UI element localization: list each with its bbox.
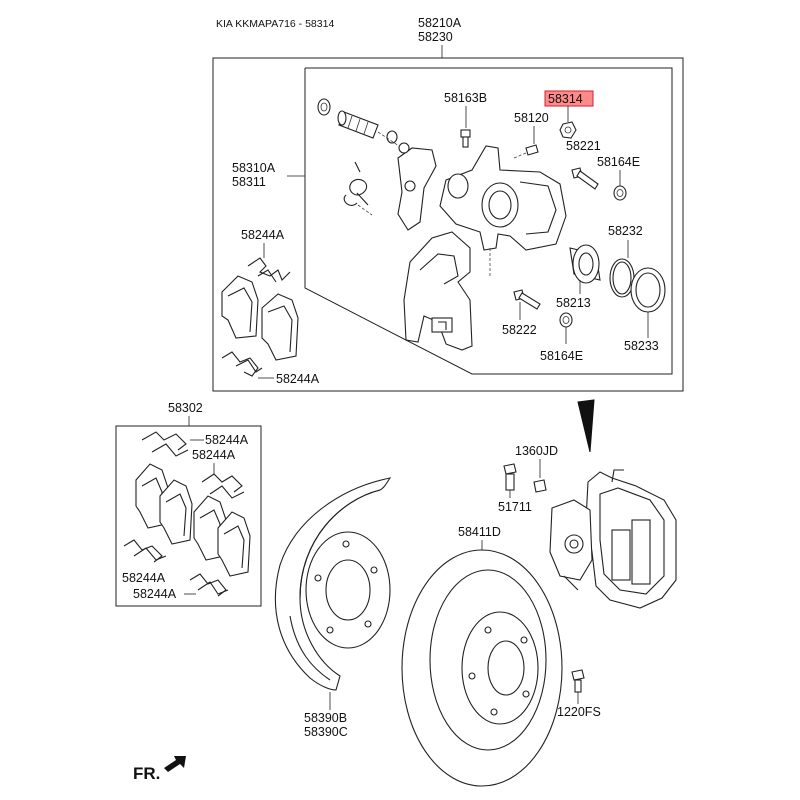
piston-seal-part[interactable] bbox=[609, 258, 635, 298]
label-mount-bolt[interactable]: 51711 bbox=[498, 500, 532, 514]
caliper-carrier-part[interactable] bbox=[403, 231, 473, 351]
caliper-housing-part[interactable] bbox=[439, 145, 567, 251]
guide-bolt-part[interactable] bbox=[460, 129, 471, 148]
assembly-pointer-arrow bbox=[577, 399, 595, 453]
assembled-caliper-part[interactable] bbox=[549, 469, 677, 609]
bleeder-screw-part[interactable] bbox=[513, 144, 539, 159]
front-arrow-icon bbox=[164, 756, 186, 772]
boot-lower-part[interactable] bbox=[559, 312, 573, 328]
label-mount-bolt-nut[interactable]: 1360JD bbox=[515, 444, 558, 458]
disc-screw-part[interactable] bbox=[571, 669, 585, 693]
label-dust-boot[interactable]: 58233 bbox=[624, 339, 659, 353]
guide-cap-part[interactable] bbox=[317, 98, 331, 116]
label-boot-lower[interactable]: 58164E bbox=[540, 349, 583, 363]
kit-clip-4-part[interactable] bbox=[189, 573, 229, 597]
caliper-body-frame bbox=[304, 67, 673, 375]
label-pad-clip-lower[interactable]: 58244A bbox=[276, 372, 320, 386]
kit-clip-2-part[interactable] bbox=[201, 473, 245, 499]
piston-part[interactable] bbox=[569, 244, 601, 284]
spring-clip-part[interactable] bbox=[343, 161, 369, 206]
label-piston[interactable]: 58213 bbox=[556, 296, 591, 310]
label-bleeder-screw[interactable]: 58120 bbox=[514, 111, 549, 125]
label-kit-clip-3[interactable]: 58244A bbox=[122, 571, 166, 585]
axis-line-spring bbox=[357, 204, 373, 216]
highlighted-nut-part[interactable] bbox=[559, 121, 577, 139]
brake-pad-inner-a[interactable] bbox=[221, 275, 259, 339]
mount-bolt-part[interactable] bbox=[503, 463, 517, 491]
caliper-pin-bolt-part[interactable] bbox=[571, 167, 599, 190]
label-caliper-assy-b[interactable]: 58230 bbox=[418, 30, 453, 44]
label-caliper-assy-a[interactable]: 58210A bbox=[418, 16, 462, 30]
label-kit-clip-1[interactable]: 58244A bbox=[205, 433, 249, 447]
dust-boot-part[interactable] bbox=[630, 267, 666, 313]
guide-sleeve-part[interactable] bbox=[337, 110, 398, 144]
pad-clip-upper-part[interactable] bbox=[247, 257, 291, 283]
highlight-box bbox=[544, 90, 594, 107]
label-carrier-bolt[interactable]: 58222 bbox=[502, 323, 537, 337]
label-disc[interactable]: 58411D bbox=[458, 525, 501, 539]
label-guide-rod-bolt[interactable]: 58163B bbox=[444, 91, 487, 105]
kit-clip-1-part[interactable] bbox=[141, 431, 189, 457]
label-bleeder-cap[interactable]: 58221 bbox=[566, 139, 601, 153]
label-backing-plate-a[interactable]: 58390B bbox=[304, 711, 347, 725]
caliper-assembly-frame bbox=[212, 57, 684, 392]
boot-upper-part[interactable] bbox=[613, 185, 627, 201]
carrier-bolt-part[interactable] bbox=[513, 289, 541, 310]
label-boot-upper[interactable]: 58164E bbox=[597, 155, 640, 169]
label-caliper-body-a[interactable]: 58310A bbox=[232, 161, 276, 175]
label-kit-clip-4[interactable]: 58244A bbox=[133, 587, 177, 601]
label-kit-clip-2[interactable]: 58244A bbox=[192, 448, 236, 462]
label-piston-seal[interactable]: 58232 bbox=[608, 224, 643, 238]
label-pad-kit[interactable]: 58302 bbox=[168, 401, 203, 415]
label-backing-plate-b[interactable]: 58390C bbox=[304, 725, 348, 739]
label-caliper-body-b[interactable]: 58311 bbox=[232, 175, 266, 189]
kit-pad-d[interactable] bbox=[217, 511, 251, 577]
brake-pad-inner-b[interactable] bbox=[261, 293, 299, 361]
kit-clip-3-part[interactable] bbox=[123, 539, 167, 563]
label-disc-screw[interactable]: 1220FS bbox=[557, 705, 601, 719]
kit-pad-b[interactable] bbox=[159, 479, 193, 545]
backing-plate-part[interactable] bbox=[274, 477, 392, 691]
front-indicator-label: FR. bbox=[133, 764, 160, 783]
label-highlighted-part[interactable]: 58314 bbox=[548, 92, 583, 106]
pad-kit-frame bbox=[115, 425, 262, 607]
diagram-title: KIA KKMAPA716 - 58314 bbox=[216, 18, 334, 30]
label-pad-clip-upper[interactable]: 58244A bbox=[241, 228, 285, 242]
caliper-bracket-plate[interactable] bbox=[397, 142, 437, 231]
brake-disc-part[interactable] bbox=[401, 549, 563, 787]
mount-bolt-nut-part[interactable] bbox=[533, 479, 547, 493]
pad-clip-lower-part[interactable] bbox=[221, 351, 263, 377]
